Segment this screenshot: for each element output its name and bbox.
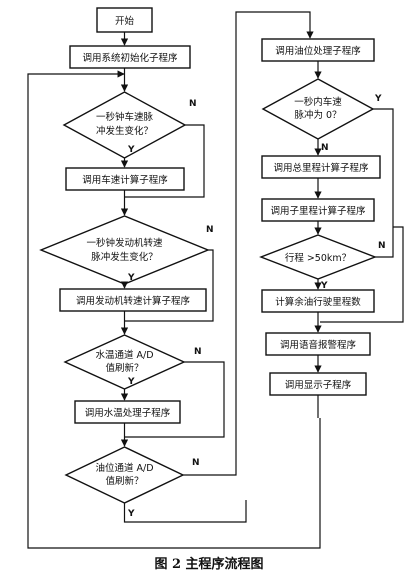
- speed-yes-label: Y: [127, 145, 135, 155]
- svg-text:脉冲为 0？: 脉冲为 0？: [294, 109, 341, 121]
- svg-text:一秒钟发动机转速: 一秒钟发动机转速: [86, 237, 163, 249]
- svg-text:水温通道 A/D: 水温通道 A/D: [95, 349, 153, 361]
- speed-pulse-decision: 一秒钟车速脉 冲发生变化？: [62, 91, 187, 159]
- svg-text:脉冲发生变化？: 脉冲发生变化？: [91, 251, 158, 263]
- svg-text:调用水温处理子程序: 调用水温处理子程序: [85, 407, 171, 419]
- rpm-no-label: N: [206, 225, 214, 235]
- svg-text:调用发动机转速计算子程序: 调用发动机转速计算子程序: [76, 295, 191, 307]
- svg-text:调用系统初始化子程序: 调用系统初始化子程序: [82, 52, 178, 64]
- svg-text:值刷新？: 值刷新？: [105, 475, 143, 487]
- distance-decision: 行程 >50km？: [259, 234, 377, 280]
- oil-level-process: 调用油位处理子程序: [261, 38, 375, 62]
- svg-text:一秒钟车速脉: 一秒钟车速脉: [96, 111, 154, 123]
- svg-text:调用子里程计算子程序: 调用子里程计算子程序: [270, 205, 366, 217]
- distance-yes-label: Y: [320, 281, 328, 291]
- total-mileage-process: 调用总里程计算子程序: [261, 155, 381, 179]
- svg-text:油位通道 A/D: 油位通道 A/D: [95, 462, 153, 474]
- water-temp-decision: 水温通道 A/D 值刷新？: [63, 334, 186, 390]
- water-no-label: N: [194, 347, 202, 357]
- rpm-calc-process: 调用发动机转速计算子程序: [59, 288, 207, 312]
- figure-caption: 图 2 主程序流程图: [154, 556, 263, 572]
- voice-alarm-process: 调用语音报警程序: [265, 332, 371, 356]
- distance-no-label: N: [378, 241, 386, 251]
- oil-level-decision: 油位通道 A/D 值刷新？: [64, 446, 185, 504]
- oil-no-label: N: [192, 458, 200, 468]
- water-yes-label: Y: [127, 377, 135, 387]
- svg-text:计算余油行驶里程数: 计算余油行驶里程数: [275, 296, 361, 308]
- oil-yes-label: Y: [127, 509, 135, 519]
- svg-text:调用总里程计算子程序: 调用总里程计算子程序: [273, 162, 369, 174]
- pulse-yes-label: Y: [374, 94, 382, 104]
- display-process: 调用显示子程序: [269, 372, 367, 396]
- svg-text:调用油位处理子程序: 调用油位处理子程序: [275, 45, 361, 57]
- svg-text:调用显示子程序: 调用显示子程序: [285, 379, 352, 391]
- svg-text:行程 >50km？: 行程 >50km？: [285, 252, 351, 264]
- svg-text:调用车速计算子程序: 调用车速计算子程序: [82, 174, 168, 186]
- init-process: 调用系统初始化子程序: [69, 45, 191, 69]
- rpm-pulse-decision: 一秒钟发动机转速 脉冲发生变化？: [39, 215, 210, 285]
- speed-calc-process: 调用车速计算子程序: [65, 167, 185, 191]
- fuel-range-process: 计算余油行驶里程数: [261, 289, 375, 313]
- rpm-yes-label: Y: [127, 273, 135, 283]
- svg-text:一秒内车速: 一秒内车速: [294, 96, 342, 108]
- speed-no-label: N: [189, 99, 197, 109]
- speed-zero-decision: 一秒内车速 脉冲为 0？: [261, 78, 375, 140]
- water-temp-process: 调用水温处理子程序: [74, 400, 181, 424]
- svg-text:调用语音报警程序: 调用语音报警程序: [280, 339, 357, 351]
- svg-text:开始: 开始: [115, 15, 135, 27]
- sub-mileage-process: 调用子里程计算子程序: [261, 198, 375, 222]
- pulse-no-label: N: [321, 143, 329, 153]
- svg-text:冲发生变化？: 冲发生变化？: [96, 125, 153, 137]
- svg-text:值刷新？: 值刷新？: [105, 362, 143, 374]
- start-node: 开始: [96, 7, 153, 33]
